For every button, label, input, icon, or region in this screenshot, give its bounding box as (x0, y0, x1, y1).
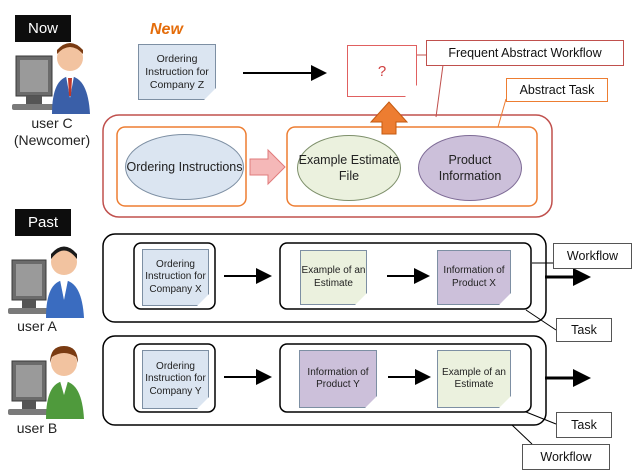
task-frame-b-left (133, 343, 216, 413)
callout-task-b: Task (556, 412, 612, 438)
task-frame-b-right (279, 343, 532, 413)
doc-ordering-company-z: Ordering Instruction for Company Z (138, 44, 216, 100)
callout-workflow-b: Workflow (522, 444, 610, 470)
doc-ordering-company-y: Ordering Instruction for Company Y (142, 350, 209, 409)
leader-abstract (497, 98, 507, 128)
task-frame-a-left (133, 242, 216, 310)
user-c-avatar-icon (12, 43, 90, 114)
leader-task-b (525, 411, 557, 425)
doc-ordering-company-x: Ordering Instruction for Company X (142, 249, 209, 306)
workflow-frame-b (102, 335, 547, 426)
now-tag: Now (15, 15, 71, 42)
abstract-task-box-right (286, 126, 538, 207)
doc-example-estimate-a: Example of an Estimate (300, 250, 367, 305)
new-label: New (150, 21, 183, 38)
pink-block-arrow (249, 148, 286, 186)
user-b-avatar-icon (8, 346, 84, 419)
leader-workflow-b (511, 424, 533, 445)
user-c-name: user C (31, 115, 73, 131)
leader-frequent-2 (435, 64, 444, 118)
orange-up-arrow (369, 101, 409, 135)
leader-task-a (525, 309, 557, 331)
doc-information-product-x: Information of Product X (437, 250, 511, 305)
ellipse-example-estimate: Example Estimate File (297, 135, 401, 201)
callout-abstract-task: Abstract Task (506, 78, 608, 102)
user-c-note: (Newcomer) (13, 132, 91, 148)
callout-task-a: Task (556, 318, 612, 342)
abstract-workflow-frame (102, 114, 553, 218)
doc-information-product-y: Information of Product Y (299, 350, 377, 408)
ellipse-ordering-instructions: Ordering Instructions (125, 134, 244, 200)
ellipse-product-information: Product Information (418, 135, 522, 201)
user-a-avatar-icon (8, 246, 84, 318)
past-tag: Past (15, 209, 71, 236)
unknown-workflow-doc: ? (347, 45, 417, 97)
callout-workflow-a: Workflow (553, 243, 632, 269)
user-c-label: user C (Newcomer) (2, 115, 102, 149)
user-a-name: user A (17, 318, 57, 334)
doc-example-estimate-b: Example of an Estimate (437, 350, 511, 408)
abstract-task-box-left (116, 126, 247, 207)
task-frame-a-right (279, 242, 532, 310)
user-b-name: user B (16, 420, 58, 436)
callout-frequent-abstract-workflow: Frequent Abstract Workflow (426, 40, 624, 66)
